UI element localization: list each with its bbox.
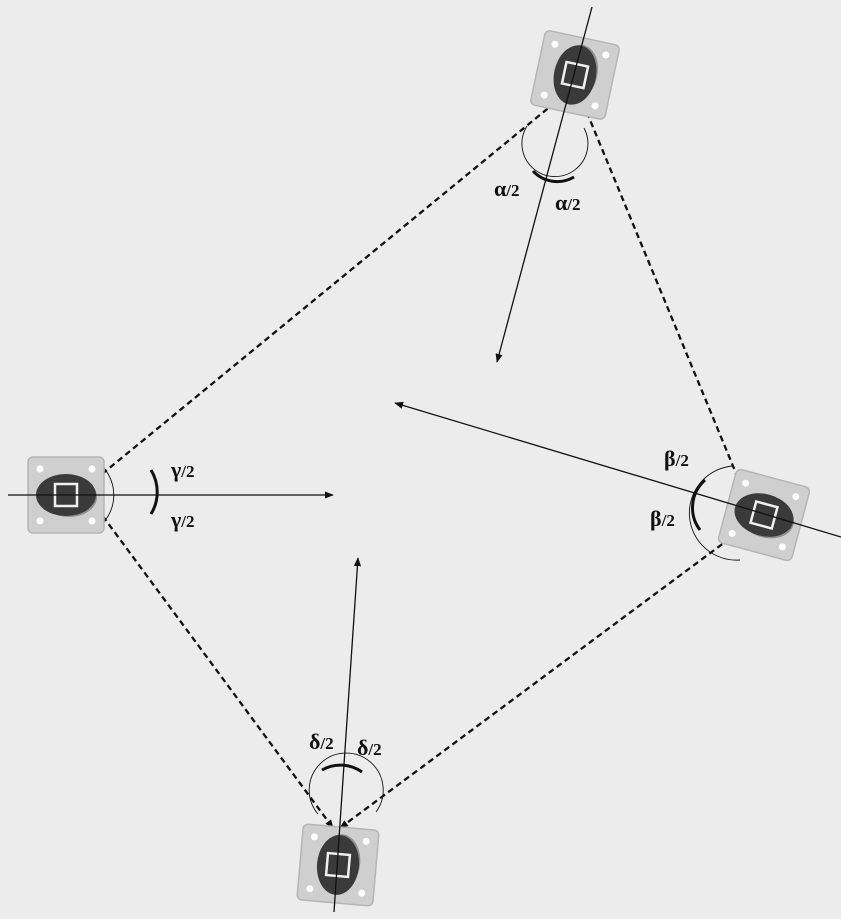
beta-bisector-arrow — [394, 401, 841, 538]
beta-lower-label: β/2 — [650, 506, 675, 531]
dashed-links — [84, 95, 754, 829]
delta-arc-mark — [321, 763, 363, 774]
beta-arc — [688, 465, 741, 561]
gamma-arc-mark — [149, 469, 159, 515]
beta-upper-label: β/2 — [664, 446, 689, 471]
beta-arc-mark — [691, 478, 707, 531]
bisector-arrows — [8, 6, 841, 913]
delta-right-label: δ/2 — [357, 735, 382, 760]
delta-bisector-arrow — [333, 557, 362, 913]
alpha-right-label: α/2 — [555, 190, 581, 215]
link-top-right — [581, 102, 754, 513]
link-bottom-right — [339, 521, 753, 829]
device-node-bottom — [295, 822, 381, 908]
alpha-arc — [521, 125, 589, 178]
link-left-bottom — [84, 491, 334, 829]
angle-labels: α/2 α/2 β/2 β/2 γ/2 γ/2 δ/2 δ/2 — [170, 176, 689, 760]
device-node-right — [716, 467, 812, 563]
delta-left-label: δ/2 — [309, 729, 334, 754]
device-node-top — [528, 28, 622, 122]
delta-arc — [308, 752, 384, 815]
link-top-left — [84, 95, 564, 489]
alpha-left-label: α/2 — [494, 176, 520, 201]
gamma-upper-label: γ/2 — [170, 457, 195, 482]
alpha-bisector-arrow — [495, 6, 593, 363]
alpha-arc-mark — [531, 169, 575, 184]
gamma-lower-label: γ/2 — [170, 507, 195, 532]
